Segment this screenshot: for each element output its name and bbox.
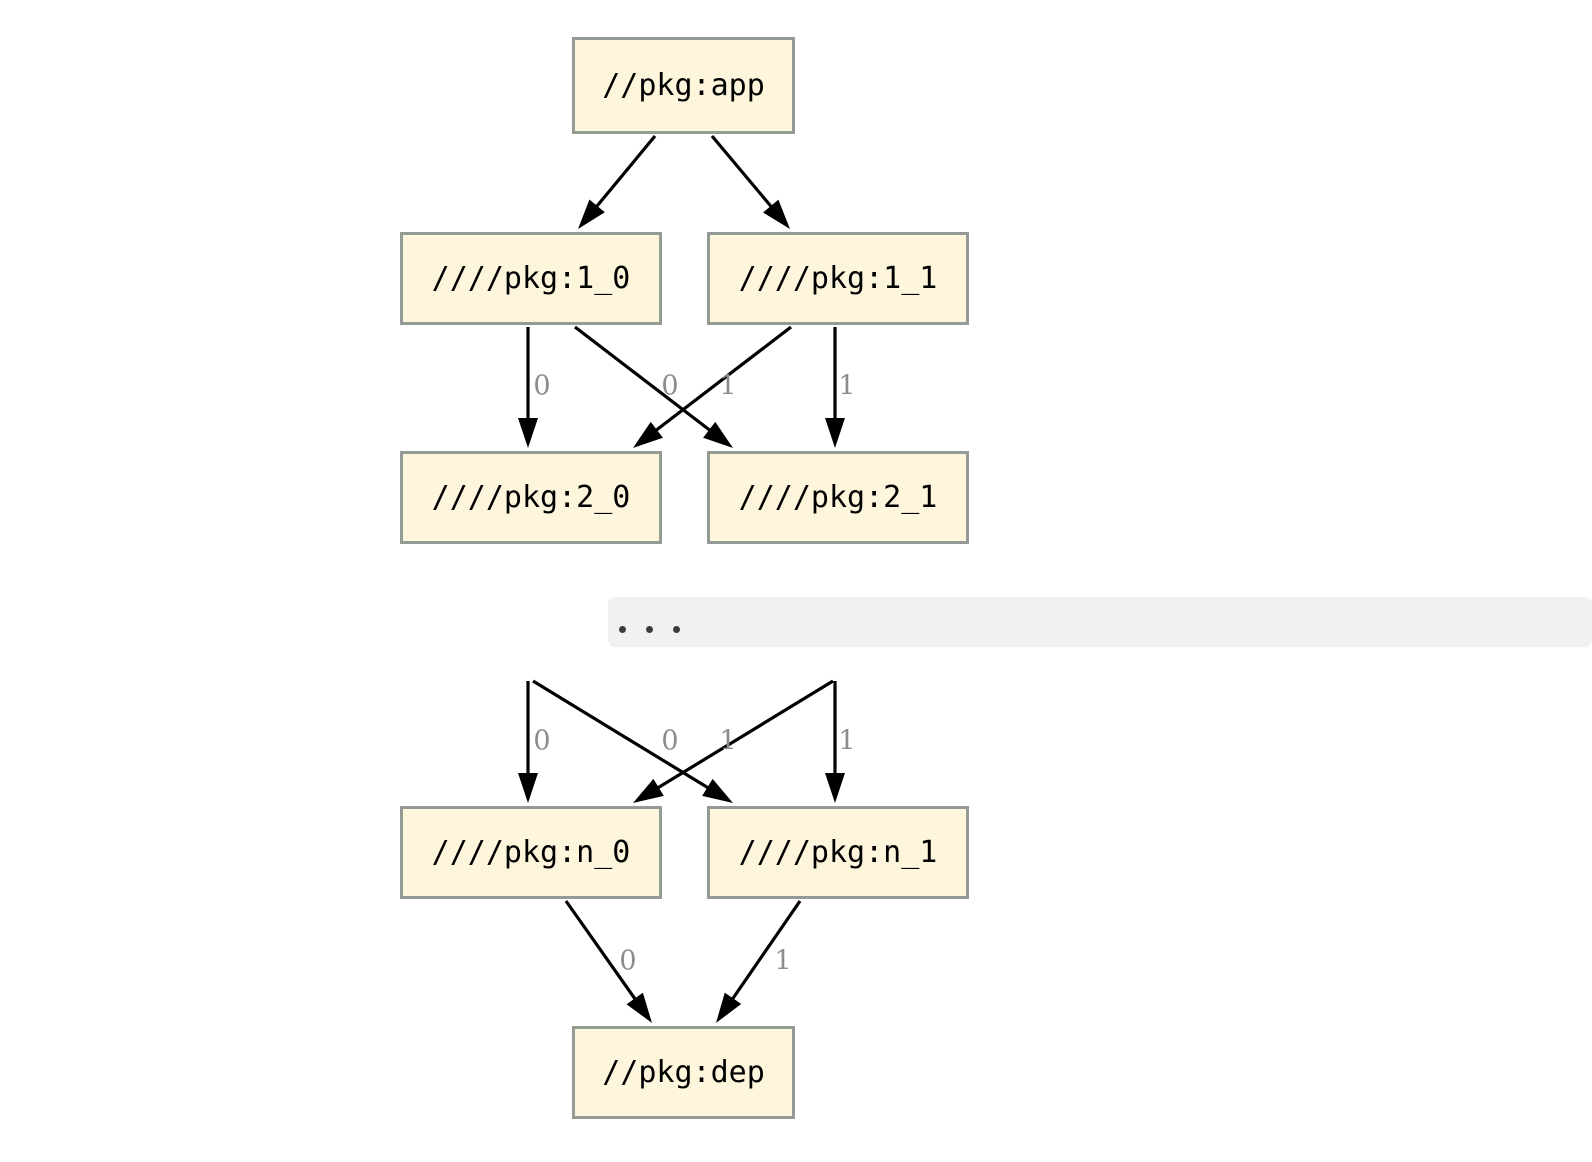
node-label: ////pkg:1_0 bbox=[432, 261, 631, 296]
arrowhead-icon bbox=[633, 778, 664, 803]
node-l2_1[interactable]: ////pkg:2_1 bbox=[707, 451, 969, 544]
ellipsis-dots bbox=[619, 626, 700, 633]
node-dep[interactable]: //pkg:dep bbox=[572, 1026, 795, 1119]
node-l1_1[interactable]: ////pkg:1_1 bbox=[707, 232, 969, 325]
node-box[interactable] bbox=[400, 806, 662, 899]
edge-1_1-2_1 bbox=[825, 327, 845, 448]
edges-layer bbox=[518, 134, 845, 1023]
ellipsis-dot bbox=[673, 626, 680, 633]
ellipsis-dot bbox=[646, 626, 653, 633]
node-box[interactable] bbox=[572, 37, 795, 134]
edge-x-n_0b bbox=[633, 679, 834, 803]
node-ln_1[interactable]: ////pkg:n_1 bbox=[707, 806, 969, 899]
edge-label: 0 bbox=[661, 726, 678, 757]
node-label: ////pkg:n_0 bbox=[432, 835, 631, 870]
edge-label: 1 bbox=[838, 371, 855, 402]
edge-line bbox=[652, 679, 834, 792]
arrowhead-icon bbox=[702, 778, 733, 803]
edge-n_0-dep bbox=[564, 900, 652, 1023]
edge-line bbox=[592, 134, 657, 212]
node-box[interactable] bbox=[707, 806, 969, 899]
edge-label: 1 bbox=[719, 371, 736, 402]
edge-labels-layer: 0 0 1 1 0 0 1 1 0 1 bbox=[533, 371, 855, 977]
arrowhead-icon bbox=[825, 418, 845, 448]
arrowhead-icon bbox=[763, 199, 790, 229]
edge-label: 1 bbox=[838, 726, 855, 757]
edge-1_1-2_0 bbox=[633, 325, 792, 448]
edge-line bbox=[651, 325, 792, 435]
node-box[interactable] bbox=[707, 451, 969, 544]
node-app[interactable]: //pkg:app bbox=[572, 37, 795, 134]
edge-label: 0 bbox=[619, 946, 636, 977]
edge-line bbox=[728, 900, 802, 1005]
ellipsis-band bbox=[608, 597, 1592, 647]
node-label: ////pkg:1_1 bbox=[739, 261, 938, 296]
node-box[interactable] bbox=[400, 451, 662, 544]
edge-line bbox=[710, 134, 776, 212]
node-ln_0[interactable]: ////pkg:n_0 bbox=[400, 806, 662, 899]
edge-label: 0 bbox=[533, 371, 550, 402]
edge-label: 1 bbox=[719, 726, 736, 757]
node-box[interactable] bbox=[400, 232, 662, 325]
edge-1_0-2_1 bbox=[574, 325, 733, 448]
edge-n_1-dep bbox=[716, 900, 802, 1023]
node-label: ////pkg:2_0 bbox=[432, 480, 631, 515]
arrowhead-icon bbox=[518, 773, 538, 803]
node-label: //pkg:dep bbox=[602, 1055, 765, 1090]
node-l1_0[interactable]: ////pkg:1_0 bbox=[400, 232, 662, 325]
edge-label: 1 bbox=[774, 946, 791, 977]
edge-line bbox=[532, 679, 714, 792]
ellipsis-dot bbox=[619, 626, 626, 633]
node-label: //pkg:app bbox=[602, 68, 765, 103]
edge-line bbox=[574, 325, 715, 435]
edge-label: 0 bbox=[661, 371, 678, 402]
arrowhead-icon bbox=[578, 199, 605, 229]
edge-1_0-2_0 bbox=[518, 327, 538, 448]
node-box[interactable] bbox=[572, 1026, 795, 1119]
node-label: ////pkg:2_1 bbox=[739, 480, 938, 515]
edge-app-1_1 bbox=[710, 134, 790, 229]
edge-x-n_0 bbox=[518, 681, 538, 803]
arrowhead-icon bbox=[518, 418, 538, 448]
edge-app-1_0 bbox=[578, 134, 657, 229]
node-label: ////pkg:n_1 bbox=[739, 835, 938, 870]
node-l2_0[interactable]: ////pkg:2_0 bbox=[400, 451, 662, 544]
node-box[interactable] bbox=[707, 232, 969, 325]
edge-label: 0 bbox=[533, 726, 550, 757]
arrowhead-icon bbox=[633, 421, 663, 448]
arrowhead-icon bbox=[825, 773, 845, 803]
arrowhead-icon bbox=[703, 421, 733, 448]
edge-line bbox=[564, 900, 640, 1005]
edge-x-n_1b bbox=[532, 679, 733, 803]
arrowhead-icon bbox=[716, 992, 742, 1023]
nodes-layer: //pkg:app ////pkg:1_0 ////pkg:1_1 ////pkg:2… bbox=[400, 37, 969, 1119]
arrowhead-icon bbox=[626, 992, 652, 1023]
edge-x-n_1 bbox=[825, 681, 845, 803]
